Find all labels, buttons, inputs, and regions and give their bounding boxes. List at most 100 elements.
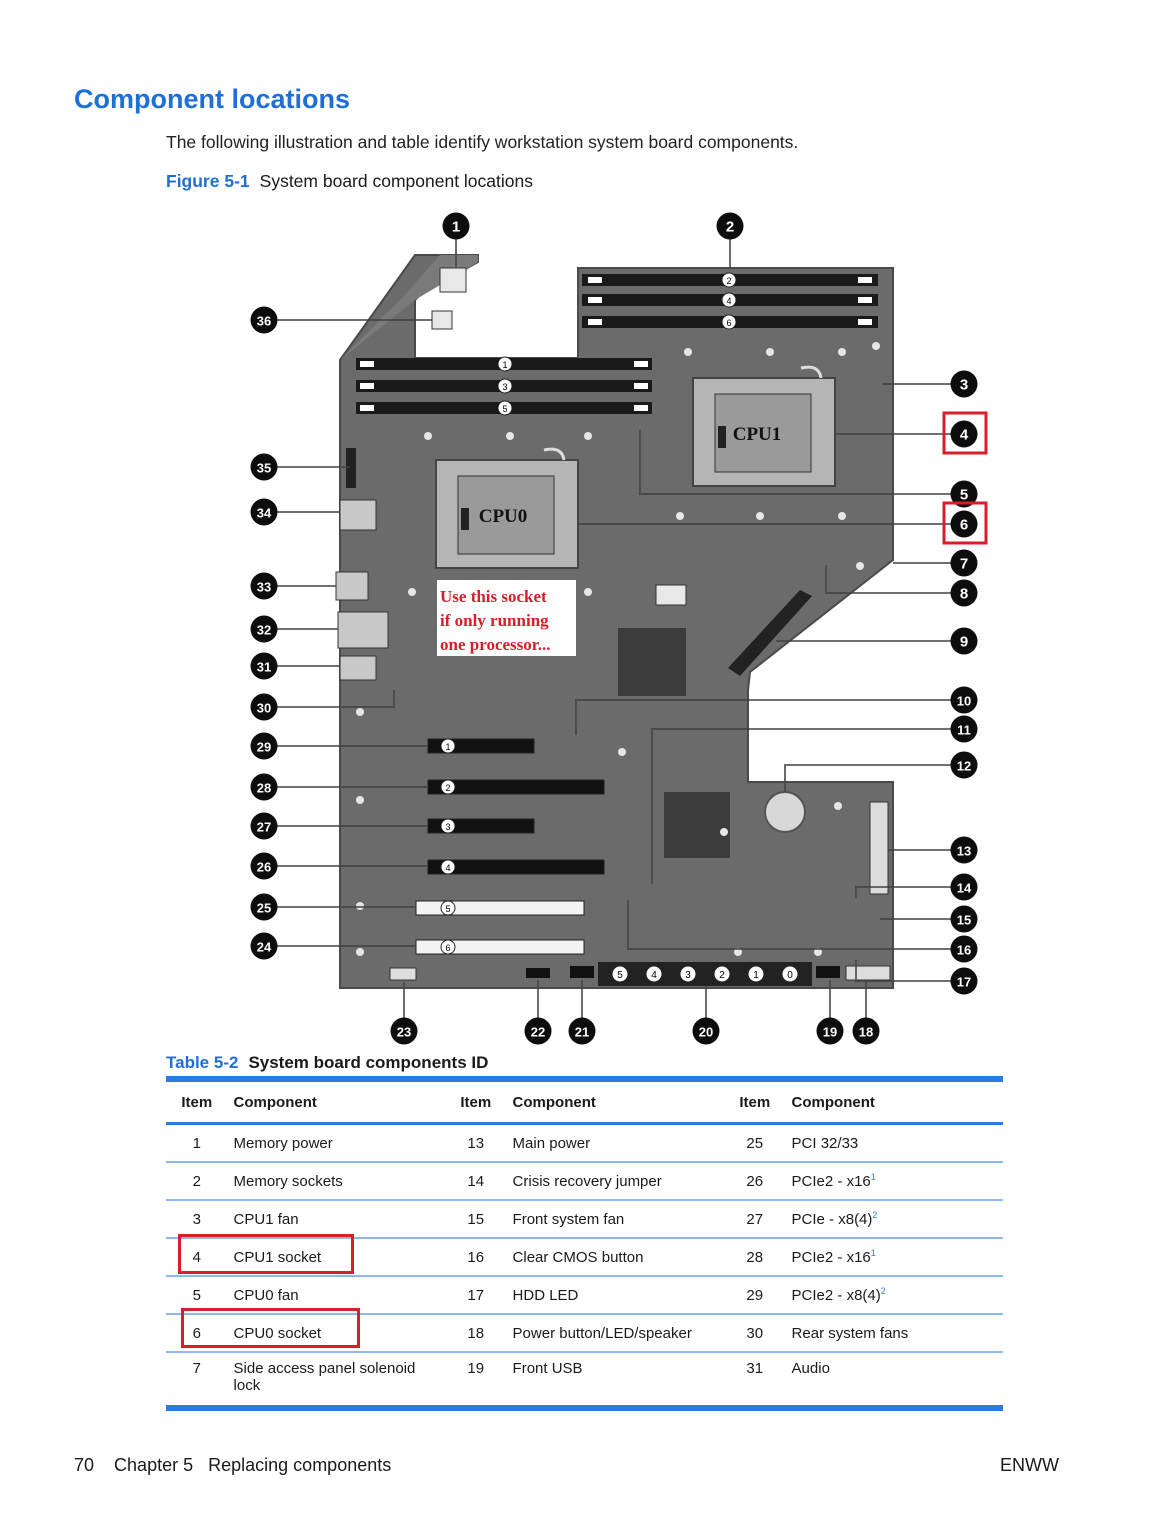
mounting-hole [856, 562, 864, 570]
item-cell: 13 [445, 1135, 507, 1152]
callout-marker-2 [716, 212, 744, 240]
cell-text: 7 [192, 1360, 201, 1377]
callout-number-24: 24 [257, 940, 272, 955]
cell-text: Power button/LED/speaker [512, 1324, 692, 1342]
component-cell: HDD LED [507, 1287, 724, 1304]
component-cell: CPU0 fan [228, 1287, 445, 1304]
dimm-number-marker [721, 314, 737, 330]
cell-text: CPU1 socket [233, 1248, 322, 1266]
mounting-hole [356, 948, 364, 956]
item-cell: 17 [445, 1287, 507, 1304]
callout-number-18: 18 [859, 1025, 873, 1040]
dimm-number: 5 [502, 404, 507, 414]
cell-text: CPU0 fan [233, 1286, 299, 1304]
header-item: Item [739, 1093, 771, 1111]
expansion-slot [415, 900, 585, 916]
dimm-number: 4 [726, 296, 731, 306]
callout-number-26: 26 [257, 860, 271, 875]
mounting-hole [734, 948, 742, 956]
cell-text: PCIe - x8(4) [791, 1211, 873, 1228]
note-line: if only running [440, 611, 549, 630]
slot-number: 4 [445, 863, 450, 873]
chapter-title: Replacing components [208, 1455, 392, 1475]
callout-number-34: 34 [257, 506, 272, 521]
header-connector [389, 967, 417, 981]
cell-text: 2 [192, 1172, 201, 1190]
dimm-number: 2 [726, 276, 731, 286]
slot-number: 1 [445, 742, 450, 752]
sata-number: 0 [787, 970, 793, 981]
cell-text: 6 [192, 1324, 201, 1342]
note-line: one processor... [440, 635, 551, 654]
callout-marker-31 [250, 652, 278, 680]
leader-line-highlight [639, 430, 964, 495]
callout-number-14: 14 [957, 881, 972, 896]
mounting-hole [408, 588, 416, 596]
component-cell: CPU0 socket [228, 1325, 445, 1342]
callout-number-7: 7 [960, 556, 968, 573]
callout-number-19: 19 [823, 1025, 837, 1040]
chipset [618, 628, 686, 696]
callout-leaders [264, 226, 964, 1031]
callout-number-21: 21 [575, 1025, 589, 1040]
callout-marker-11 [950, 715, 978, 743]
dimm-number-marker [497, 378, 513, 394]
component-cell: PCI 32/33 [786, 1135, 1003, 1152]
footer-left: 70 Chapter 5 Replacing components [74, 1455, 391, 1476]
cell-text: 29 [746, 1286, 764, 1304]
cell-text: HDD LED [512, 1286, 579, 1304]
callout-marker-10 [950, 686, 978, 714]
leader-line-highlight [575, 699, 964, 735]
item-cell: 26 [724, 1173, 786, 1190]
mounting-hole [684, 348, 692, 356]
mounting-hole [872, 342, 880, 350]
dimm-number-marker [721, 272, 737, 288]
callout-number-22: 22 [531, 1025, 545, 1040]
dimm-latch [634, 361, 648, 367]
callout-marker-4 [950, 420, 978, 448]
callout-number-10: 10 [957, 694, 971, 709]
slot-number: 2 [445, 783, 450, 793]
note-line: Use this socket [440, 587, 547, 606]
dimm-number: 6 [726, 318, 731, 328]
cell-text: Front system fan [512, 1210, 625, 1228]
callout-marker-32 [250, 615, 278, 643]
leader-line-highlight [855, 960, 964, 982]
callout-number-28: 28 [257, 781, 271, 796]
callout-number-29: 29 [257, 740, 271, 755]
callout-marker-3 [950, 370, 978, 398]
leader-line-highlight [627, 900, 964, 950]
dimm-latch [360, 405, 374, 411]
header-component: Component [512, 1093, 596, 1111]
memory-power-connector [439, 267, 467, 293]
item-cell: 4 [166, 1249, 228, 1266]
callout-marker-12 [950, 751, 978, 779]
callout-marker-28 [250, 773, 278, 801]
callout-marker-13 [950, 836, 978, 864]
leader-line-highlight [784, 764, 964, 792]
cpu0-label: CPU0 [479, 506, 528, 527]
callout-marker-34 [250, 498, 278, 526]
sata-bank [598, 962, 812, 986]
cell-text: 19 [467, 1360, 485, 1377]
callout-marker-21 [568, 1017, 596, 1045]
callout-number-6: 6 [960, 517, 968, 534]
slot-number: 5 [445, 904, 450, 914]
mounting-hole [814, 948, 822, 956]
leader-line-highlight [651, 728, 964, 884]
table-title: System board components ID [248, 1053, 489, 1072]
dimm-latch [360, 383, 374, 389]
footnote-ref: 1 [870, 1248, 876, 1258]
mounting-hole [756, 512, 764, 520]
cell-text: Memory sockets [233, 1172, 343, 1190]
callout-number-5: 5 [960, 487, 968, 504]
cell-text: 31 [746, 1360, 764, 1377]
cell-text: CPU0 socket [233, 1324, 322, 1342]
dimm-latch [858, 297, 872, 303]
callout-number-32: 32 [257, 623, 271, 638]
